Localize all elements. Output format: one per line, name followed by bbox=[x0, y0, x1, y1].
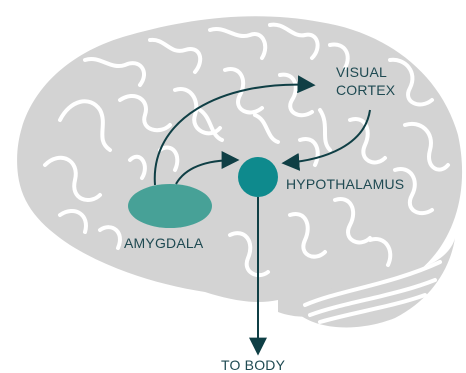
amygdala-shape bbox=[128, 184, 212, 228]
hypothalamus-label: HYPOTHALAMUS bbox=[286, 177, 404, 191]
amygdala-label: AMYGDALA bbox=[124, 236, 203, 250]
hypothalamus-shape bbox=[238, 157, 278, 197]
to-body-label: TO BODY bbox=[221, 358, 285, 372]
visual-cortex-label: VISUAL CORTEX bbox=[336, 63, 395, 99]
